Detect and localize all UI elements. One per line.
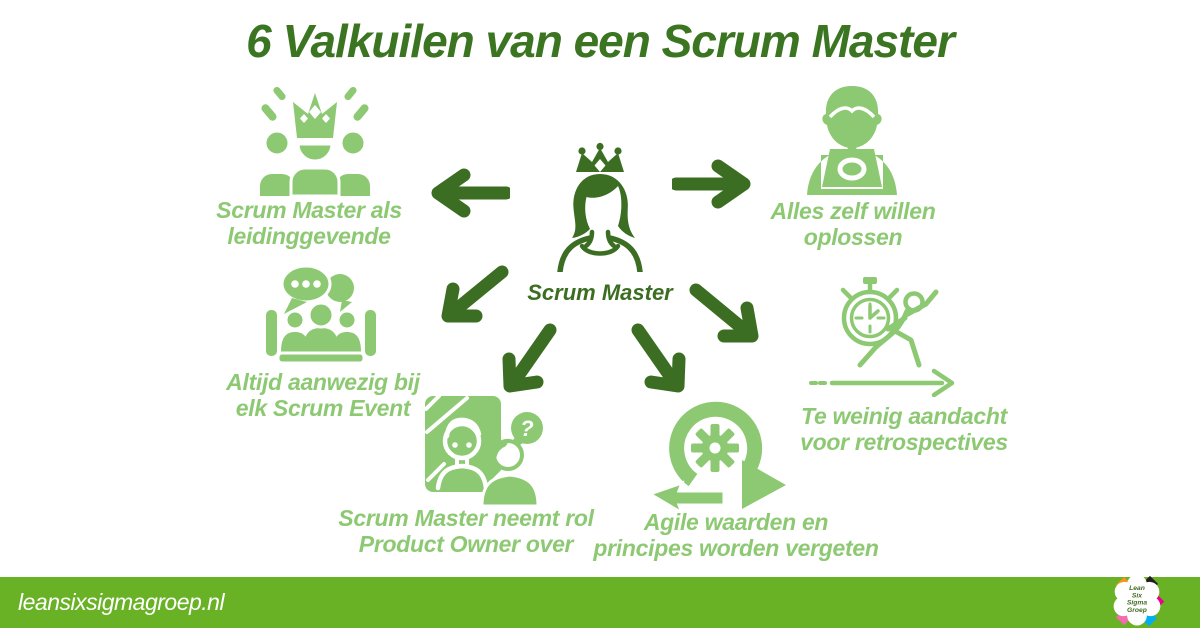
pitfall-label-agile-values: Agile waarden en principes worden verget… — [593, 509, 879, 561]
pitfall-label-always-present: Altijd aanwezig bij elk Scrum Event — [226, 369, 420, 421]
crowned-scrum-master-icon — [557, 142, 643, 272]
svg-text:Six: Six — [1132, 592, 1142, 599]
center-label: Scrum Master — [527, 280, 673, 305]
agile-sprint-gear-icon — [648, 401, 786, 514]
question-mark-glyph: ? — [520, 416, 533, 441]
pitfall-label-retrospectives: Te weinig aandacht voor retrospectives — [800, 403, 1008, 455]
runner-stopwatch-icon — [809, 277, 955, 397]
meeting-table-icon — [266, 264, 376, 365]
pitfall-label-solve-alone: Alles zelf willen oplossen — [770, 198, 936, 250]
svg-text:Sigma: Sigma — [1127, 600, 1148, 607]
arrow-down-left-icon — [441, 265, 509, 323]
arrow-steep-down-right-icon — [631, 323, 686, 393]
arrow-left-icon — [431, 168, 510, 218]
page-title: 6 Valkuilen van een Scrum Master — [246, 15, 955, 67]
arrow-steep-down-left-icon — [502, 323, 557, 393]
svg-text:Lean: Lean — [1129, 585, 1145, 592]
arrow-right-icon — [672, 159, 751, 209]
footer-bar: leansixsigmagroep.nl — [0, 577, 1200, 628]
svg-text:Groep: Groep — [1127, 607, 1147, 614]
lean-six-sigma-groep-logo: Lean Six Sigma Groep — [1113, 574, 1164, 627]
person-laptop-icon — [807, 86, 897, 195]
team-leader-crown-icon — [260, 86, 370, 196]
pitfall-label-po-takeover: Scrum Master neemt rol Product Owner ove… — [338, 505, 594, 557]
arrow-down-right-icon — [689, 283, 759, 343]
website-url: leansixsigmagroep.nl — [18, 589, 225, 615]
two-people-question-icon: ? — [424, 394, 543, 506]
pitfall-label-leader: Scrum Master als leidinggevende — [216, 197, 402, 249]
